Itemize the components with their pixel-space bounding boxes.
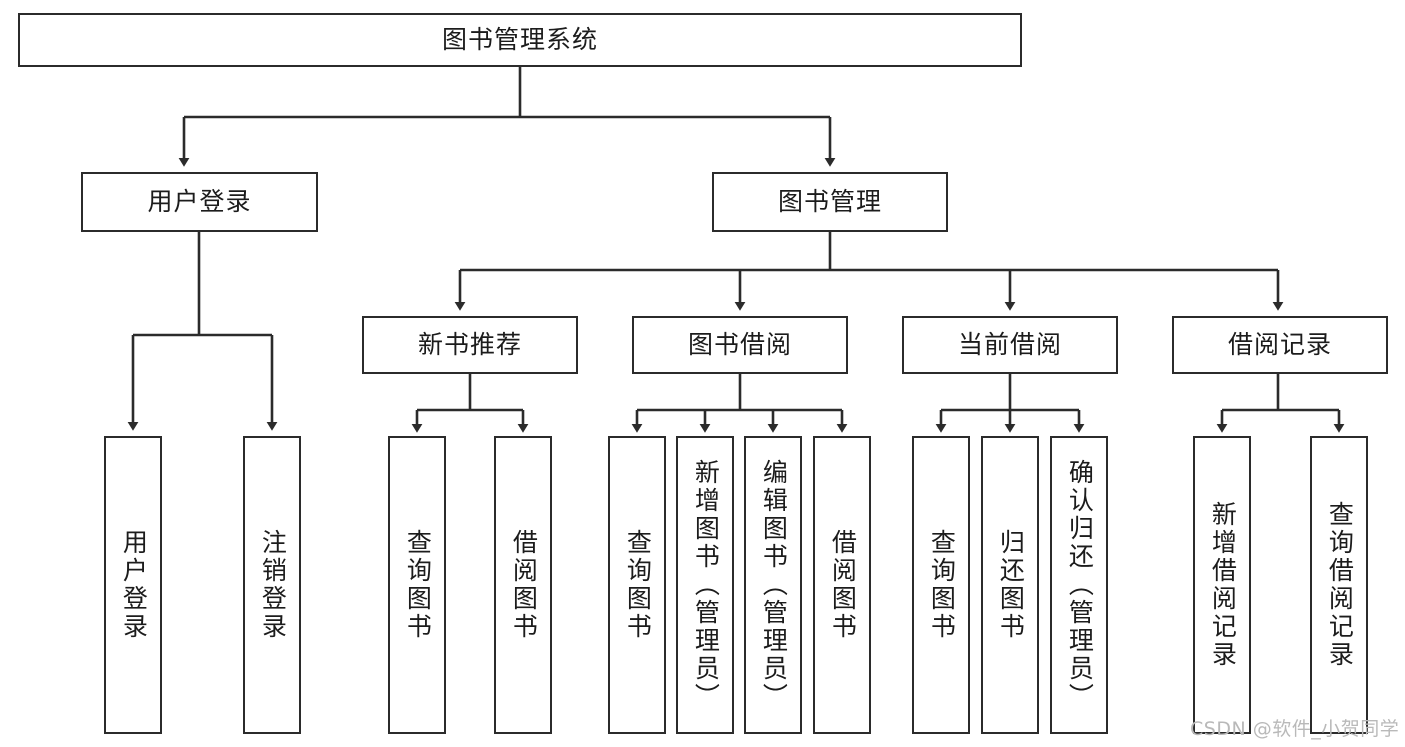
- node-label: 当前借阅: [957, 330, 1062, 360]
- node-label: 用户登录: [119, 529, 149, 641]
- node-label: 查询图书: [927, 529, 957, 641]
- node-label: 图书借阅: [687, 330, 792, 360]
- leaf-new-book-query-book[interactable]: 查询图书: [388, 436, 446, 734]
- node-label: 注销登录: [258, 529, 288, 641]
- leaf-current-borrow-confirm-return-admin[interactable]: 确认归还（管理员）: [1050, 436, 1108, 734]
- node-label: 新增借阅记录: [1208, 501, 1238, 669]
- node-current-borrow[interactable]: 当前借阅: [902, 316, 1118, 374]
- leaf-borrow-record-add-record[interactable]: 新增借阅记录: [1193, 436, 1251, 734]
- node-label: 图书管理: [777, 187, 882, 217]
- leaf-user-login-login[interactable]: 用户登录: [104, 436, 162, 734]
- node-book-management[interactable]: 图书管理: [712, 172, 948, 232]
- node-label: 借阅图书: [509, 529, 539, 641]
- leaf-current-borrow-query-book[interactable]: 查询图书: [912, 436, 970, 734]
- node-borrow-record[interactable]: 借阅记录: [1172, 316, 1388, 374]
- node-label: 新增图书（管理员）: [691, 459, 721, 711]
- node-label: 用户登录: [147, 187, 252, 217]
- leaf-book-borrow-add-book-admin[interactable]: 新增图书（管理员）: [676, 436, 734, 734]
- node-label: 查询借阅记录: [1325, 501, 1355, 669]
- leaf-book-borrow-edit-book-admin[interactable]: 编辑图书（管理员）: [744, 436, 802, 734]
- leaf-current-borrow-return-book[interactable]: 归还图书: [981, 436, 1039, 734]
- node-label: 图书管理系统: [441, 25, 598, 55]
- node-label: 借阅图书: [828, 529, 858, 641]
- leaf-new-book-borrow-book[interactable]: 借阅图书: [494, 436, 552, 734]
- node-root-book-management-system[interactable]: 图书管理系统: [18, 13, 1022, 67]
- node-book-borrow[interactable]: 图书借阅: [632, 316, 848, 374]
- node-label: 查询图书: [403, 529, 433, 641]
- node-label: 借阅记录: [1227, 330, 1332, 360]
- node-label: 归还图书: [996, 529, 1026, 641]
- node-new-book-recommend[interactable]: 新书推荐: [362, 316, 578, 374]
- csdn-watermark: CSDN @软件_小贺同学: [1190, 718, 1400, 740]
- node-label: 确认归还（管理员）: [1065, 459, 1095, 711]
- leaf-user-login-logout[interactable]: 注销登录: [243, 436, 301, 734]
- node-label: 查询图书: [623, 529, 653, 641]
- leaf-book-borrow-query-book[interactable]: 查询图书: [608, 436, 666, 734]
- node-label: 新书推荐: [417, 330, 522, 360]
- leaf-borrow-record-query-record[interactable]: 查询借阅记录: [1310, 436, 1368, 734]
- leaf-book-borrow-borrow-book[interactable]: 借阅图书: [813, 436, 871, 734]
- node-user-login[interactable]: 用户登录: [81, 172, 318, 232]
- node-label: 编辑图书（管理员）: [759, 459, 789, 711]
